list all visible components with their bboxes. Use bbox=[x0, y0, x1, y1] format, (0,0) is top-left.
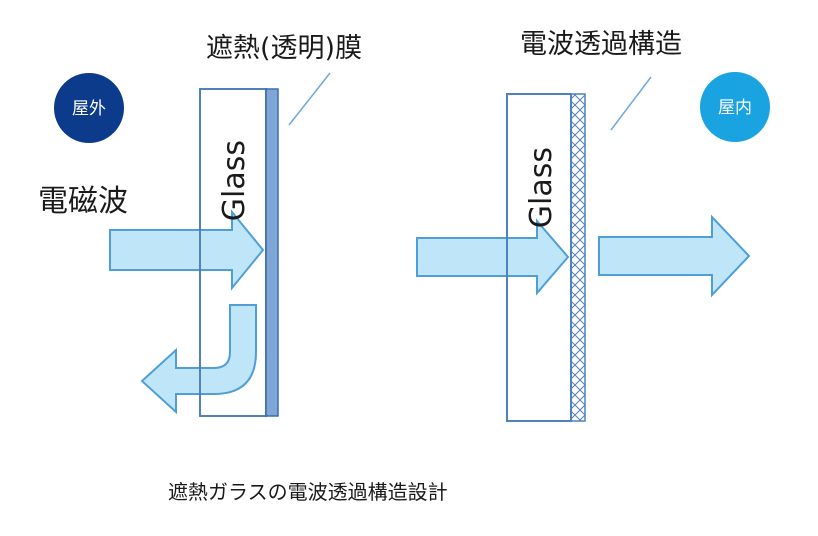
incoming-wave-arrow-right bbox=[416, 218, 570, 296]
glass-label-left: Glass bbox=[217, 140, 252, 221]
caption: 遮熱ガラスの電波透過構造設計 bbox=[168, 480, 448, 504]
electromagnetic-wave-label: 電磁波 bbox=[38, 184, 128, 219]
radio-transmission-structure-label: 電波透過構造 bbox=[520, 29, 682, 60]
indoor-label: 屋内 bbox=[718, 98, 752, 118]
pointer-line-left bbox=[288, 72, 331, 126]
reflected-wave-arrow bbox=[140, 304, 257, 415]
transmitted-wave-arrow bbox=[598, 214, 751, 298]
indoor-badge: 屋内 bbox=[700, 72, 770, 142]
mesh-structure-strip bbox=[570, 93, 586, 422]
glass-label-right: Glass bbox=[524, 147, 559, 228]
incoming-wave-arrow-left bbox=[109, 209, 265, 291]
outdoor-badge: 屋外 bbox=[54, 73, 124, 143]
heat-shield-film bbox=[265, 88, 279, 417]
pointer-line-right bbox=[610, 76, 652, 131]
outdoor-label: 屋外 bbox=[72, 99, 106, 119]
heat-shield-film-label: 遮熱(透明)膜 bbox=[206, 33, 362, 64]
